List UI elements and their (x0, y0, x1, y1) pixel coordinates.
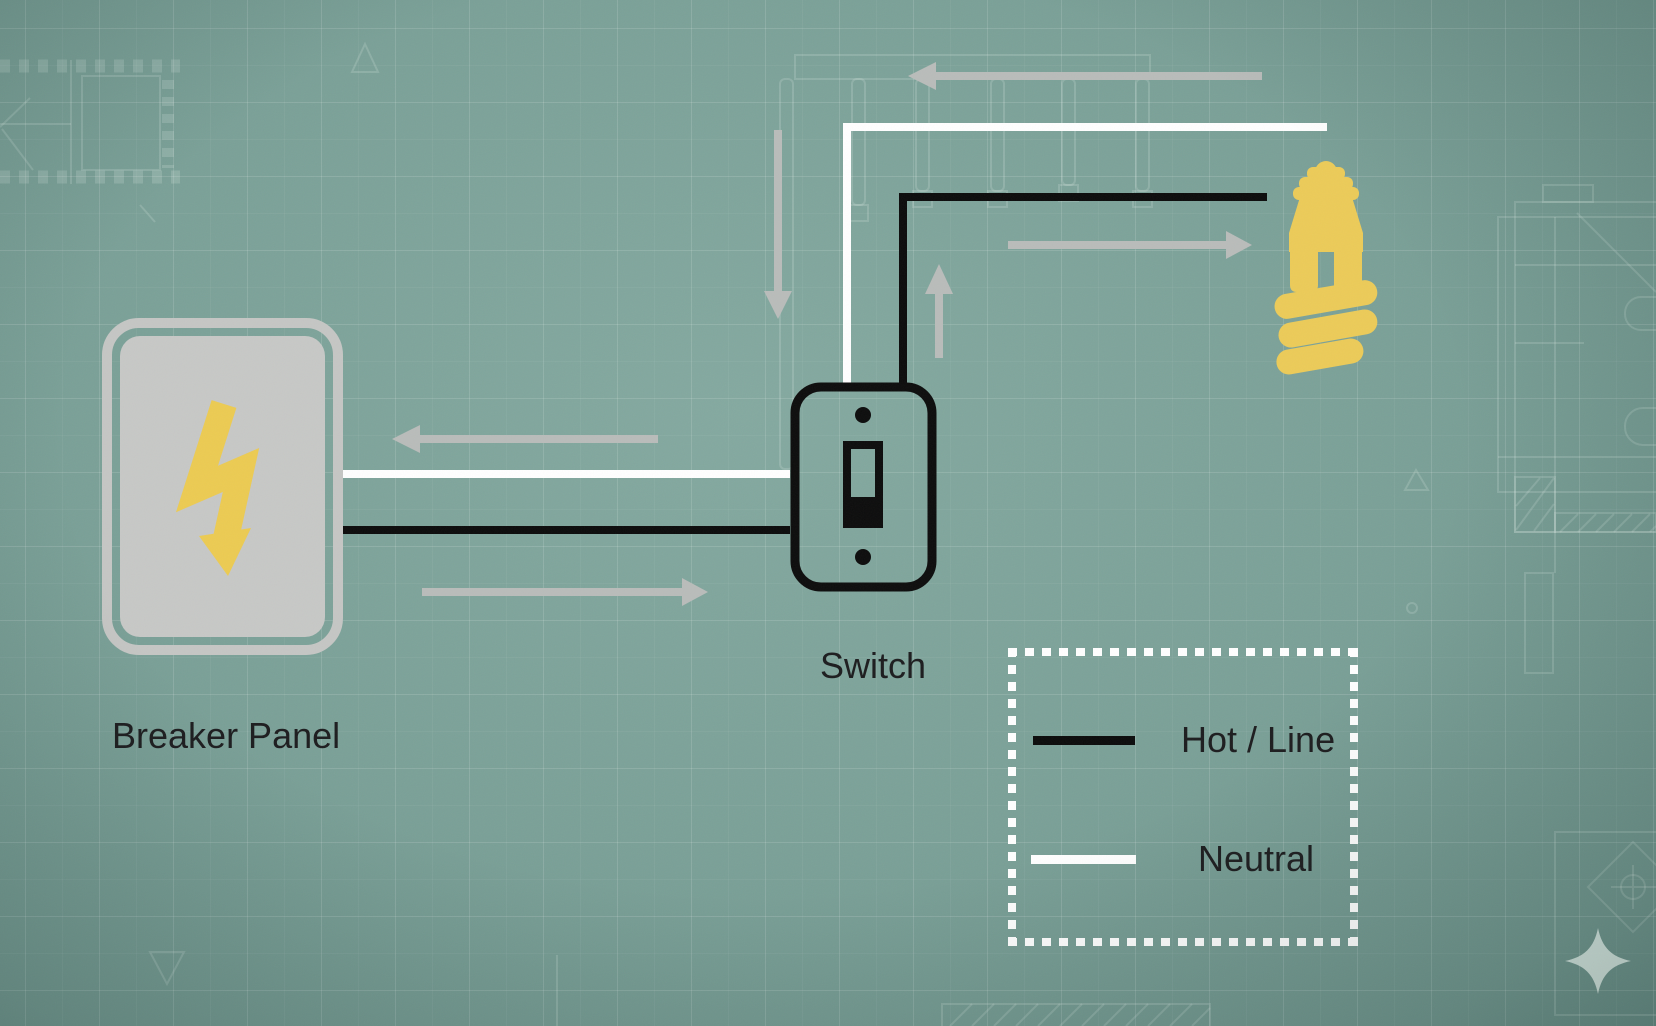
toggle-switch-icon (790, 382, 937, 592)
switch-screw-top (855, 407, 871, 423)
legend-hot-line-sample (1033, 736, 1135, 745)
cfl-bulb-icon (1274, 161, 1378, 375)
current-arrow-left-top (908, 62, 1262, 90)
current-arrow-right-bulb (1008, 231, 1252, 259)
breaker-panel (102, 318, 343, 655)
current-arrow-left-mid (392, 425, 658, 453)
wires (343, 123, 1327, 534)
current-flow-arrows (392, 62, 1262, 606)
switch-toggle-paddle (847, 497, 879, 524)
current-arrow-right-mid (422, 578, 708, 606)
neutral-wire-switch-to-bulb (843, 123, 1327, 383)
switch-label: Switch (820, 645, 927, 686)
legend (1008, 648, 1358, 946)
legend-hot-label: Hot / Line (1181, 719, 1336, 760)
current-arrow-up (925, 264, 953, 358)
breaker-panel-label: Breaker Panel (112, 715, 341, 756)
current-arrow-down (764, 130, 792, 319)
hot-wire-switch-to-bulb (899, 193, 1267, 383)
switch-screw-bottom (855, 549, 871, 565)
legend-neutral-line-sample (1031, 855, 1136, 864)
legend-neutral-label: Neutral (1198, 838, 1315, 879)
